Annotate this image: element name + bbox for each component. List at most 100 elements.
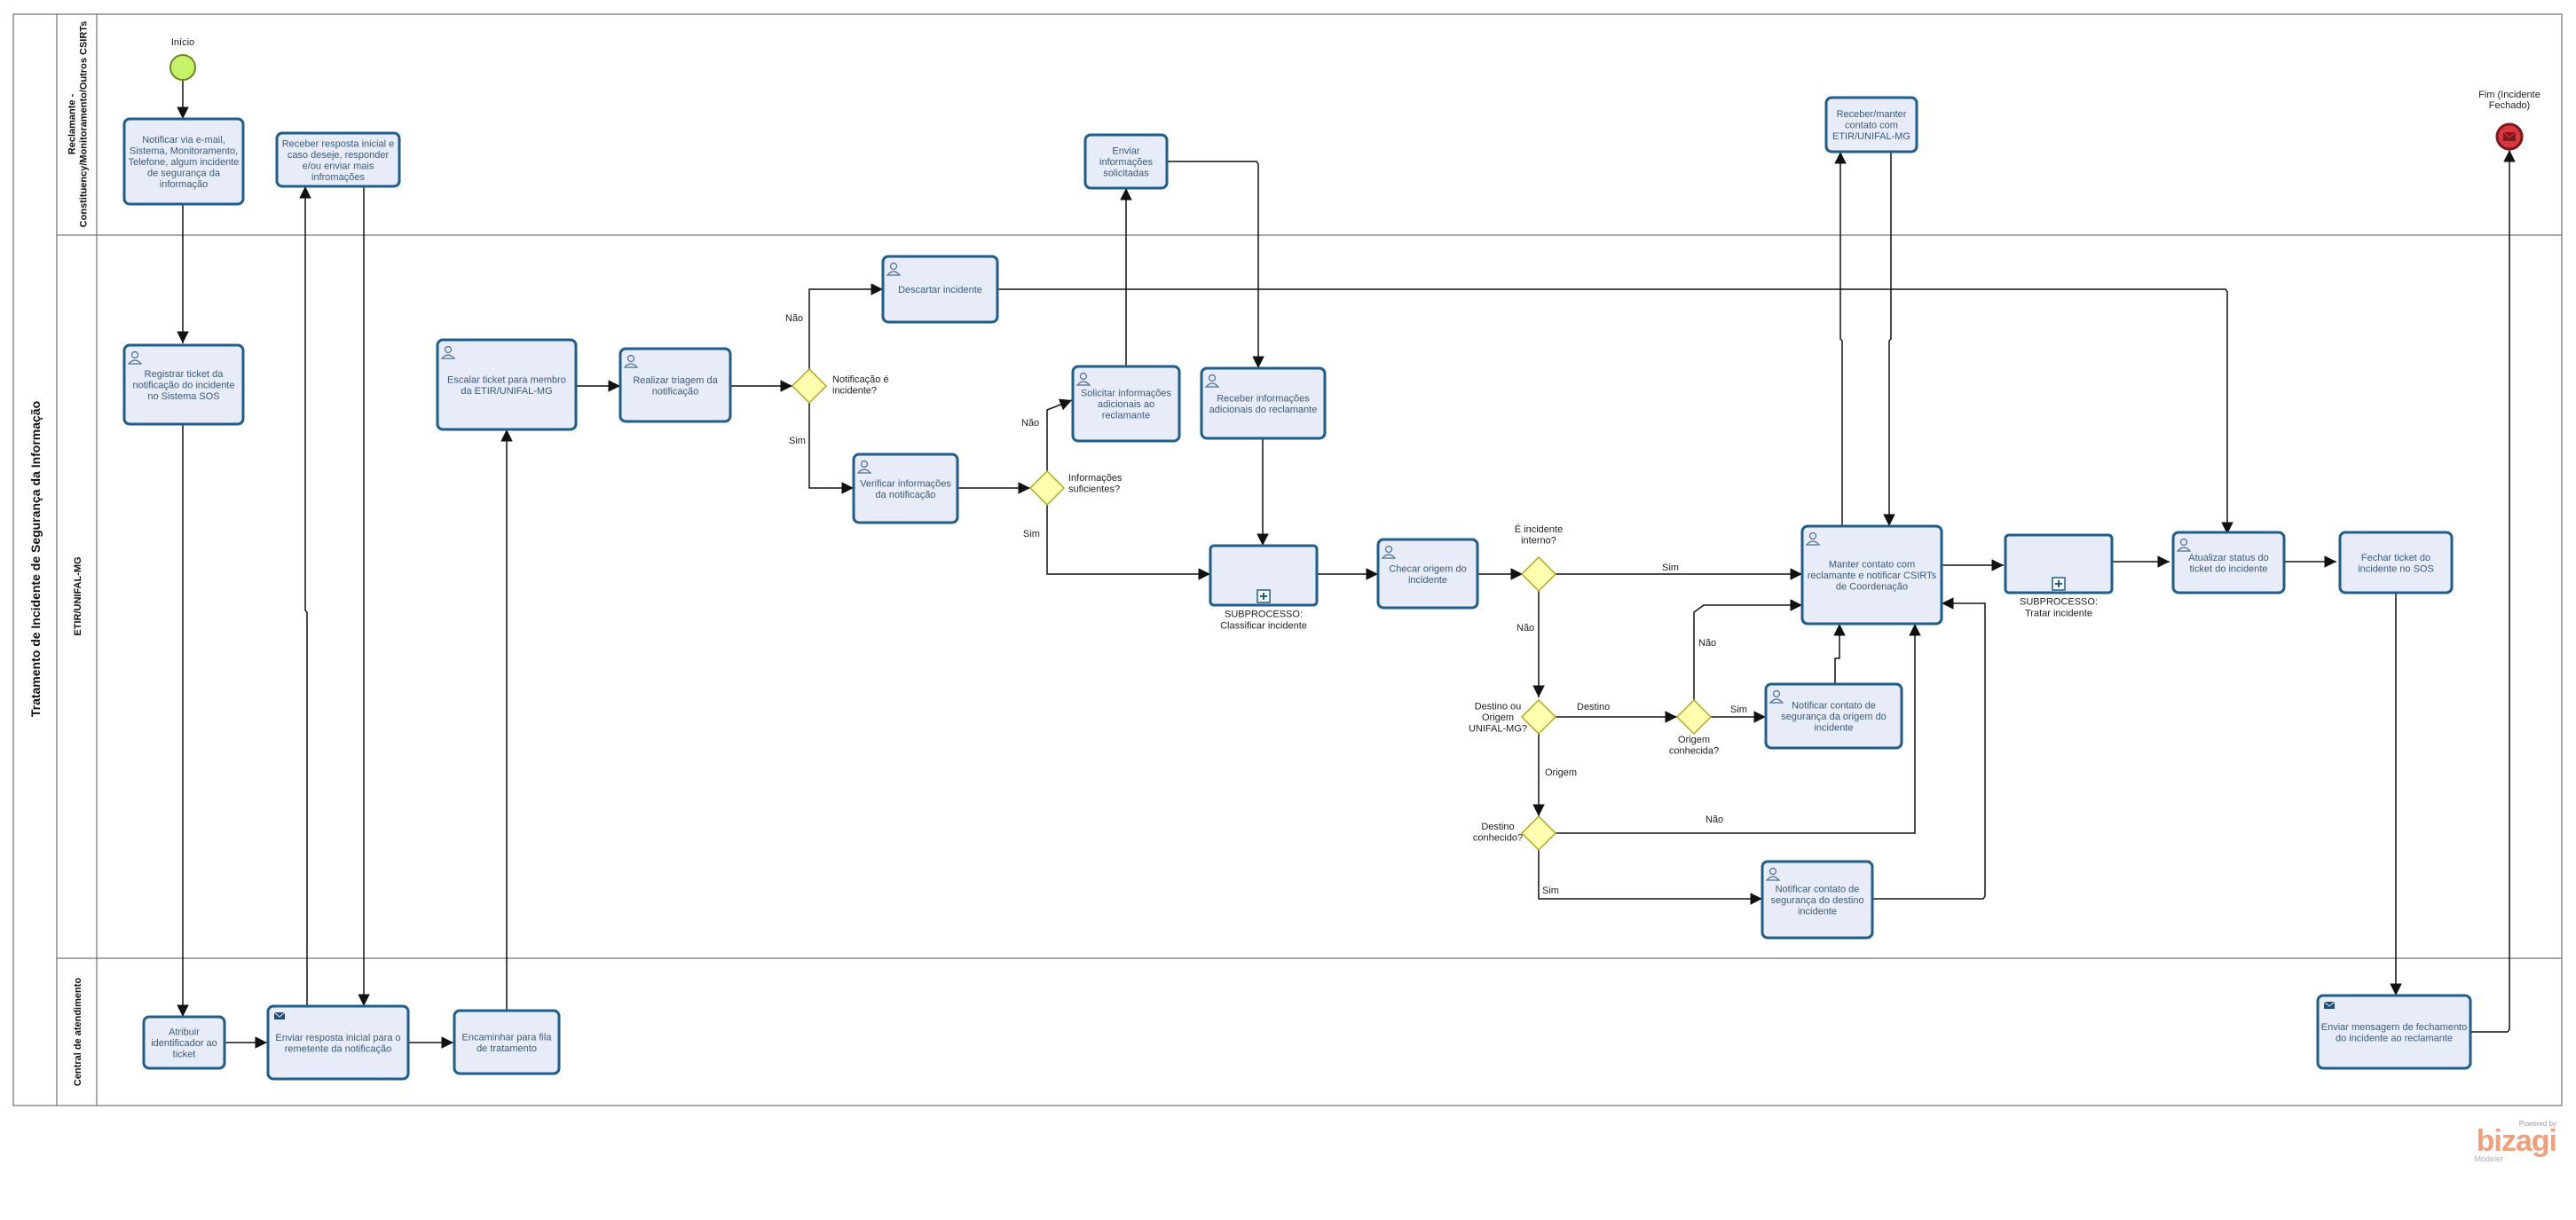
flow-label: Sim	[789, 436, 806, 446]
collapsed-subprocess-icon	[1256, 589, 1271, 603]
flow-label: Não	[1706, 815, 1723, 825]
lane-title-reclamante: Reclamante -Constituency/Monitoramento/O…	[67, 21, 90, 228]
lane-titles: Reclamante -Constituency/Monitoramento/O…	[67, 21, 90, 1086]
subprocess-layer: SUBPROCESSO:Classificar incidente SUBPROC…	[1209, 533, 2114, 632]
sequence-flows	[177, 81, 2516, 1049]
pool: Tratamento de Incidente de Segurança da …	[12, 13, 2563, 1106]
flow	[1883, 152, 1895, 526]
user-task-icon	[1765, 867, 1781, 881]
flow	[1538, 850, 1762, 905]
flow-label: Sim	[1023, 529, 1040, 539]
flow	[1167, 161, 1264, 368]
user-task-icon	[2176, 538, 2192, 552]
subprocess-tratar[interactable]: SUBPROCESSO:Tratar incidente	[2004, 533, 2114, 619]
flow	[808, 403, 854, 494]
user-task-icon	[440, 345, 456, 359]
task-notificar[interactable]: Notificar via e-mail,Sistema, Monitorame…	[122, 117, 245, 206]
pool-title: Tratamento de Incidente de Segurança da …	[28, 401, 43, 717]
subprocess-label: SUBPROCESSO:Tratar incidente	[2020, 597, 2098, 619]
tasks-layer: Notificar via e-mail,Sistema, Monitorame…	[122, 96, 2472, 1081]
flow-label: Destino	[1577, 702, 1610, 712]
flow-label: Não	[1021, 418, 1039, 429]
flow	[1834, 152, 1847, 526]
task-descartar[interactable]: Descartar incidente	[881, 255, 999, 324]
flow-label: Sim	[1662, 563, 1679, 573]
flow	[1863, 597, 1986, 900]
bizagi-logo: bizagi	[2476, 1124, 2557, 1158]
flow	[1046, 505, 1210, 580]
subprocess-label: SUBPROCESSO:Classificar incidente	[1220, 610, 1307, 632]
flow	[1833, 624, 1846, 684]
modeler-text: Modeler	[2474, 1154, 2503, 1163]
flow	[808, 283, 883, 369]
envelope-icon	[2502, 131, 2517, 141]
start-event[interactable]: Início	[169, 37, 196, 81]
user-task-icon	[1805, 531, 1821, 546]
start-event-label: Início	[171, 37, 194, 48]
user-task-icon	[623, 354, 639, 368]
flow-label: Não	[1516, 623, 1534, 634]
lane-title-etir: ETIR/UNIFAL-MG	[73, 556, 83, 635]
lane-title-central: Central de atendimento	[73, 978, 83, 1087]
send-message-icon	[2323, 1001, 2336, 1009]
bizagi-branding: Powered by bizagi Modeler	[2459, 1120, 2557, 1163]
flow	[1556, 624, 1921, 834]
subprocess-classificar[interactable]: SUBPROCESSO:Classificar incidente	[1209, 544, 1319, 632]
flow	[2470, 150, 2516, 1033]
flow-label: Sim	[1542, 885, 1559, 896]
user-task-icon	[1204, 374, 1220, 388]
flow	[1046, 398, 1073, 471]
task-label: Descartar incidente	[898, 285, 982, 295]
flow	[299, 186, 311, 1006]
user-task-icon	[1381, 545, 1397, 559]
user-task-icon	[856, 460, 872, 474]
user-task-icon	[1075, 372, 1091, 386]
powered-by-text: Powered by	[2518, 1120, 2556, 1128]
